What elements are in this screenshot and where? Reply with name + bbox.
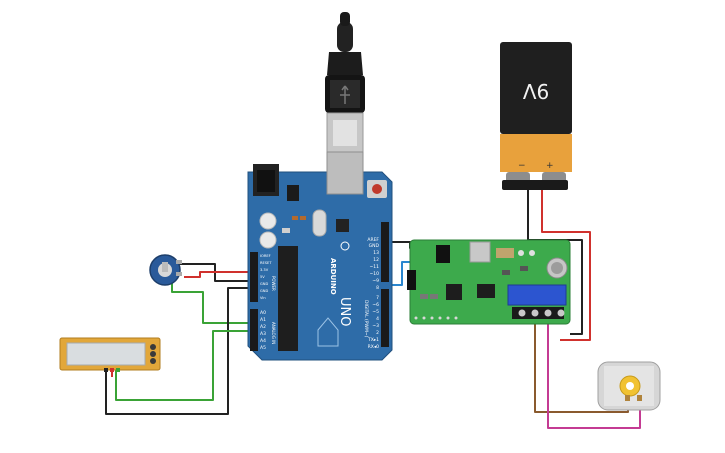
pin-label-a0: A0 (260, 310, 266, 316)
wire-motor-magenta[interactable] (547, 318, 641, 429)
digital-header-lower (381, 289, 389, 347)
analog-header (250, 309, 258, 351)
battery-positive-mark: + (546, 161, 554, 171)
pin-label-7: 7 (376, 295, 379, 301)
pin-label-2: 2 (376, 330, 379, 336)
pin-label-5v: 5V (260, 275, 265, 279)
power-header (250, 252, 258, 302)
pin-label-a5: A5 (260, 345, 266, 351)
pin-label-6: ~6 (372, 302, 379, 308)
arduino-model-label: UNO (337, 297, 352, 326)
pin-label-9: ~9 (372, 278, 379, 284)
arduino-uno-board[interactable]: IOREF RESET 3.3V 5V GND GND Vin A0 A1 A2… (247, 151, 393, 361)
driver-usb (469, 241, 491, 263)
battery-9v[interactable]: 9V − + (500, 42, 572, 190)
pin-label-13: 13 (373, 250, 379, 256)
wire-pot-5v[interactable] (184, 271, 251, 278)
digital-header-upper (381, 222, 389, 282)
pin-label-gnd-d: GND (369, 243, 380, 249)
pin-label-a2: A2 (260, 324, 266, 330)
pin-label-gnd-2: GND (260, 289, 268, 293)
battery-label: 9V (522, 79, 549, 103)
battery-negative-mark: − (518, 161, 526, 171)
wire-pot-wiper[interactable] (171, 282, 251, 324)
pin-label-aref: AREF (367, 237, 379, 243)
pin-label-4: 4 (376, 316, 379, 322)
potentiometer[interactable] (149, 254, 182, 286)
power-header-label: POWER (271, 276, 276, 291)
pin-label-tx: TX▸1 (367, 337, 379, 343)
wire-battery-positive[interactable] (541, 190, 591, 341)
pin-label-a1: A1 (260, 317, 266, 323)
uno-outline-arrow (317, 317, 339, 347)
pin-label-vin: Vin (260, 296, 266, 300)
pin-label-8: 8 (376, 285, 379, 291)
dc-motor[interactable] (597, 361, 661, 411)
atmega-chip (278, 246, 298, 351)
pin-label-ioref: IOREF (260, 254, 271, 258)
screw-terminal (507, 284, 567, 306)
pin-label-5: ~5 (372, 309, 379, 315)
pin-label-a4: A4 (260, 338, 266, 344)
wire-lcd-signal[interactable] (115, 330, 251, 401)
pin-label-3v3: 3.3V (260, 268, 269, 272)
wire-lcd-gnd[interactable] (105, 287, 251, 415)
wire-battery-negative[interactable] (527, 190, 583, 335)
usb-port (326, 151, 364, 195)
pin-label-rx: RX◂0 (368, 344, 379, 350)
analog-header-label: ANALOG IN (271, 322, 276, 344)
pin-label-gnd-1: GND (260, 282, 268, 286)
pin-label-a3: A3 (260, 331, 266, 337)
digital-header-label: DIGITAL (PWM~) (363, 300, 369, 338)
pin-label-3: ~3 (372, 323, 379, 329)
pin-label-reset: RESET (260, 261, 272, 265)
arduino-brand-label: ARDUINO (329, 258, 337, 295)
motor-driver-board[interactable] (407, 239, 571, 325)
pin-label-12: 12 (373, 257, 379, 263)
wires (105, 190, 641, 429)
usb-cable[interactable] (325, 12, 365, 154)
lcd-display[interactable] (59, 337, 161, 372)
pin-label-11: ~11 (370, 264, 380, 270)
pin-label-10: ~10 (370, 271, 380, 277)
driver-chip (446, 284, 462, 300)
